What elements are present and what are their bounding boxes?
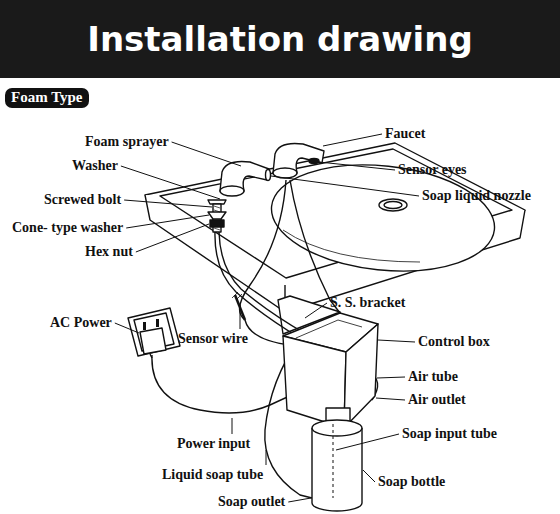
title-bar: Installation drawing — [0, 0, 560, 78]
leader-line — [319, 162, 395, 170]
part-label: Faucet — [385, 126, 425, 142]
part-label: Cone- type washer — [12, 220, 123, 236]
leader-line — [266, 450, 267, 465]
leader-line — [136, 224, 209, 252]
part-label: Foam sprayer — [85, 134, 169, 150]
soap-bottle — [312, 408, 362, 511]
part-label: Hex nut — [85, 244, 133, 260]
badge-text: Foam Type — [11, 89, 83, 106]
leader-line — [240, 305, 241, 329]
part-label: Power input — [177, 436, 250, 452]
leader-line — [271, 176, 419, 196]
part-label: Soap liquid nozzle — [422, 188, 531, 204]
part-label: Sensor wire — [178, 331, 248, 347]
control-box — [283, 313, 378, 428]
leader-line — [172, 142, 241, 166]
part-label: S. S. bracket — [330, 295, 405, 311]
part-label: Air outlet — [408, 392, 466, 408]
leader-line — [124, 200, 212, 207]
leader-line — [336, 434, 399, 450]
ac-socket — [128, 308, 180, 358]
part-label: Soap outlet — [218, 494, 285, 510]
part-label: Sensor eyes — [398, 162, 467, 178]
leader-line — [288, 498, 311, 502]
badge-box: Foam Type — [5, 88, 89, 108]
leader-line — [363, 470, 375, 482]
foam-sprayer — [220, 161, 271, 196]
leader-line — [305, 303, 327, 318]
part-label: Control box — [418, 334, 490, 350]
leader-line — [376, 398, 405, 400]
sink — [145, 143, 525, 312]
sensor-faucet — [273, 143, 324, 178]
leader-line — [323, 134, 382, 146]
leader-line — [126, 215, 209, 228]
leader-line — [377, 377, 405, 378]
leader-line — [121, 166, 220, 199]
part-label: AC Power — [50, 315, 112, 331]
leader-line — [378, 340, 415, 342]
leader-line — [115, 323, 139, 333]
mounting-hardware — [208, 200, 226, 232]
part-label: Liquid soap tube — [162, 467, 263, 483]
part-label: Washer — [72, 158, 118, 174]
part-label: Air tube — [408, 369, 458, 385]
part-label: Soap bottle — [378, 474, 445, 490]
part-label: Soap input tube — [402, 426, 497, 442]
part-label: Screwed bolt — [44, 192, 121, 208]
leader-line — [232, 418, 233, 434]
